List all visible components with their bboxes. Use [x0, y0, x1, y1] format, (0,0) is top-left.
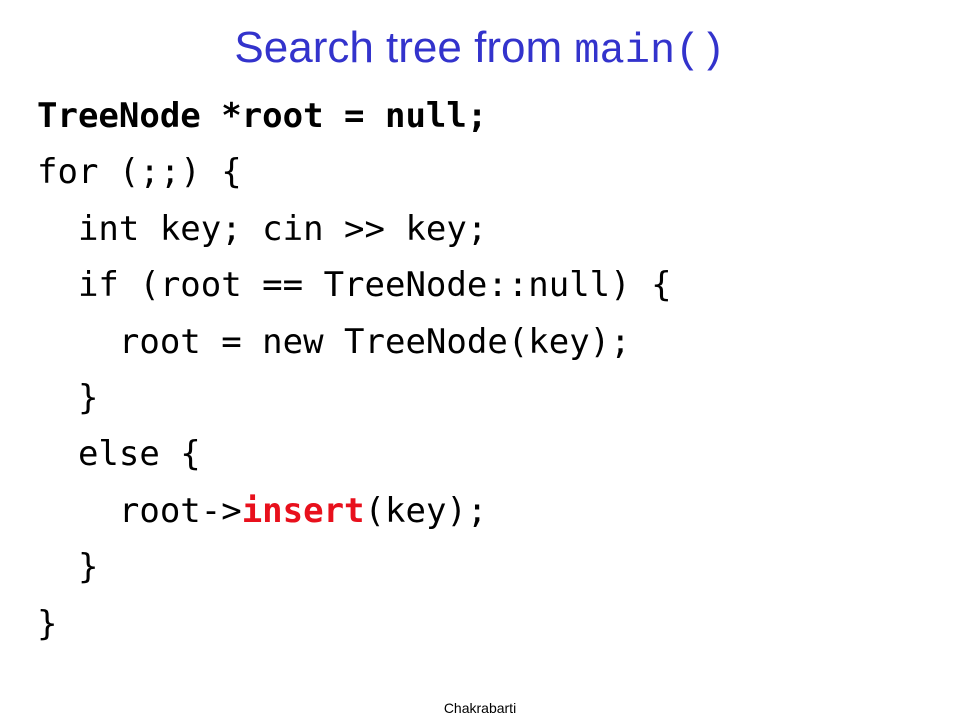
slide-title: Search tree from main(): [0, 18, 960, 81]
slide-title-code: main(): [574, 27, 726, 75]
slide-title-text: Search tree from: [234, 23, 575, 72]
code-block: TreeNode *root = null; for (;;) { int ke…: [37, 88, 672, 652]
code-line-4: if (root == TreeNode::null) {: [37, 265, 672, 306]
code-line-3: int key; cin >> key;: [37, 208, 488, 249]
footer-author: Chakrabarti: [443, 700, 517, 716]
code-line-7: else {: [37, 434, 201, 475]
code-line-5: root = new TreeNode(key);: [37, 321, 631, 362]
code-line-2: for (;;) {: [37, 152, 242, 193]
code-line-8-prefix: root->: [37, 490, 242, 531]
code-line-9: }: [37, 547, 99, 588]
code-line-10: }: [37, 603, 58, 644]
code-line-8: root->insert(key);: [37, 483, 672, 539]
code-keyword-insert: insert: [241, 490, 365, 531]
code-line-6: }: [37, 377, 99, 418]
code-line-1: TreeNode *root = null;: [37, 96, 488, 136]
code-line-8-suffix: (key);: [364, 490, 488, 531]
